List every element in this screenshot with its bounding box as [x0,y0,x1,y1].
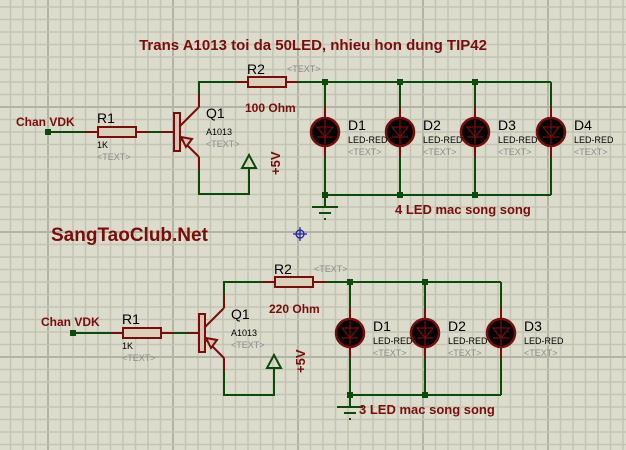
wire [198,168,250,195]
led-ref: D2 [423,117,441,133]
led-2[interactable] [384,116,416,148]
r1-value: 1K [122,341,133,351]
q1-ref: Q1 [206,105,225,121]
emitter-arrow-icon [179,135,194,149]
watermark: SangTaoClub.Net [51,225,209,246]
led-1[interactable] [334,317,366,349]
q1-value: A1013 [206,127,232,137]
led-3[interactable] [459,116,491,148]
led-text-placeholder: <TEXT> [574,147,608,157]
circuit-caption: 4 LED mac song song [395,202,531,217]
led-text-placeholder: <TEXT> [524,348,558,358]
junction-dot [472,79,478,85]
led-value: LED-RED [423,135,463,145]
collector-lead [179,106,200,127]
led-ref: D3 [498,117,516,133]
emitter-arrow-icon [204,336,219,350]
led-text-placeholder: <TEXT> [348,147,382,157]
resistor-r2[interactable] [247,76,287,88]
transistor-q1[interactable] [198,313,206,353]
r1-text-placeholder: <TEXT> [122,353,156,363]
led-value: LED-RED [498,135,538,145]
led-4[interactable] [535,116,567,148]
junction-dot [322,79,328,85]
ground-icon [337,395,363,420]
junction-dot [422,392,428,398]
wire [223,368,275,396]
supply-label: +5V [268,151,283,175]
junction-dot [397,192,403,198]
wire [223,281,263,295]
r1-text-placeholder: <TEXT> [97,152,131,162]
led-text-placeholder: <TEXT> [373,348,407,358]
resistor-r1[interactable] [122,327,162,339]
origin-marker-icon [293,227,307,241]
r2-text-placeholder: <TEXT> [287,64,321,74]
r2-value: 100 Ohm [245,101,296,115]
led-text-placeholder: <TEXT> [498,147,532,157]
led-value: LED-RED [524,336,564,346]
supply-label: +5V [293,349,308,373]
junction-dot [347,279,353,285]
junction-dot [472,192,478,198]
led-1[interactable] [309,116,341,148]
led-value: LED-RED [574,135,614,145]
input-label: Chan VDK [41,315,100,329]
power-terminal-icon[interactable] [240,152,258,169]
r1-value: 1K [97,140,108,150]
q1-value: A1013 [231,328,257,338]
led-2[interactable] [409,317,441,349]
junction-dot [397,79,403,85]
circuit-caption: 3 LED mac song song [359,402,495,417]
led-value: LED-RED [448,336,488,346]
led-ref: D2 [448,318,466,334]
transistor-q1[interactable] [173,112,181,152]
led-ref: D4 [574,117,592,133]
wire [198,81,236,94]
ground-icon [312,195,338,220]
q1-text-placeholder: <TEXT> [231,340,265,350]
r2-ref: R2 [274,261,292,277]
led-text-placeholder: <TEXT> [423,147,457,157]
led-value: LED-RED [373,336,413,346]
resistor-r2[interactable] [274,276,314,288]
r1-ref: R1 [122,311,140,327]
q1-ref: Q1 [231,306,250,322]
r1-ref: R1 [97,110,115,126]
resistor-r1[interactable] [97,126,137,138]
r2-text-placeholder: <TEXT> [314,264,348,274]
schematic-title: Trans A1013 toi da 50LED, nhieu hon dung… [139,37,487,54]
collector-lead [204,307,225,328]
led-3[interactable] [485,317,517,349]
r2-value: 220 Ohm [269,302,320,316]
power-terminal-icon[interactable] [265,352,283,369]
r2-ref: R2 [247,61,265,77]
led-text-placeholder: <TEXT> [448,348,482,358]
led-ref: D1 [373,318,391,334]
led-ref: D1 [348,117,366,133]
q1-text-placeholder: <TEXT> [206,139,240,149]
led-value: LED-RED [348,135,388,145]
led-ref: D3 [524,318,542,334]
input-label: Chan VDK [16,115,75,129]
junction-dot [422,279,428,285]
